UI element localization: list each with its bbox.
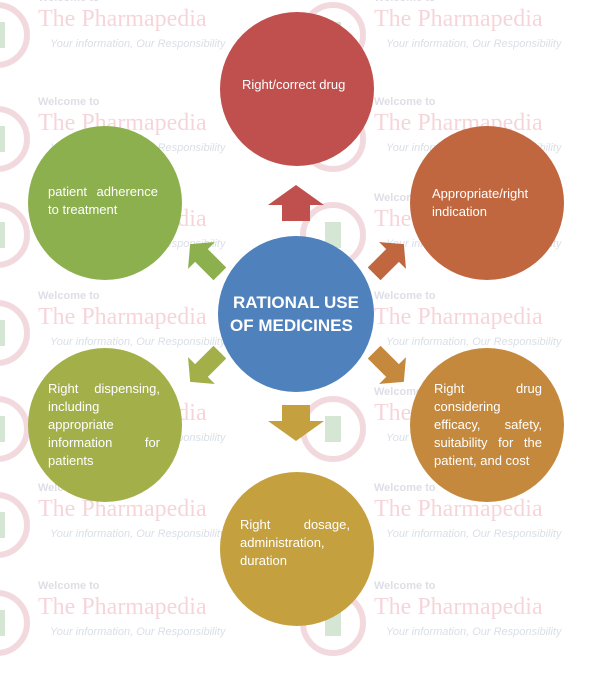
watermark-tagline: Your information, Our Responsibility <box>50 336 226 348</box>
watermark: Welcome to The Pharmapedia Your informat… <box>0 0 230 102</box>
node-appropriate-indication: Appropriate/right indication <box>410 126 564 280</box>
node-label: Right drug considering efficacy, safety,… <box>434 381 542 468</box>
watermark: Welcome to The Pharmapedia Your informat… <box>300 0 566 102</box>
arrow-up-left-icon <box>188 242 226 280</box>
watermark-brand: The Pharmapedia <box>38 496 207 522</box>
watermark-brand: The Pharmapedia <box>374 594 543 620</box>
watermark-welcome: Welcome to <box>374 0 436 4</box>
node-label: Appropriate/right indication <box>432 186 529 219</box>
rational-use-diagram: RATIONAL USE OF MEDICINES Right/correct … <box>28 12 564 626</box>
node-right-dispensing: Right dispensing, including appropriate … <box>28 348 182 502</box>
watermark: Welcome to The Pharmapedia Your informat… <box>0 482 230 592</box>
pharmapedia-logo-icon <box>0 202 30 268</box>
node-right-dosage: Right dosage, administration, duration <box>220 472 374 626</box>
watermark: Welcome to The Pharmapedia Your informat… <box>0 290 230 400</box>
arrow-down-right-icon <box>368 346 406 384</box>
watermark-brand: The Pharmapedia <box>38 6 207 32</box>
watermark-tagline: Your information, Our Responsibility <box>50 38 226 50</box>
watermark: Welcome to The Pharmapedia Your informat… <box>0 580 230 690</box>
watermark-brand: The Pharmapedia <box>38 304 207 330</box>
watermark-tagline: Your information, Our Responsibility <box>386 38 562 50</box>
watermark-welcome: Welcome to <box>38 290 100 302</box>
center-node: RATIONAL USE OF MEDICINES <box>218 236 374 392</box>
pharmapedia-logo-icon <box>0 590 30 656</box>
watermark-brand: The Pharmapedia <box>374 496 543 522</box>
node-right-correct-drug: Right/correct drug <box>220 12 374 166</box>
arrow-down-icon <box>268 405 324 441</box>
watermark-welcome: Welcome to <box>374 580 436 592</box>
node-label: Right/correct drug <box>242 77 346 92</box>
pharmapedia-logo-icon <box>0 396 30 462</box>
watermark-welcome: Welcome to <box>38 0 100 4</box>
watermark-tagline: Your information, Our Responsibility <box>50 626 226 638</box>
node-patient-adherence: patient adherence to treatment <box>28 126 182 280</box>
pharmapedia-logo-icon <box>0 300 30 366</box>
node-label: Right dispensing, including appropriate … <box>48 381 160 468</box>
watermark-tagline: Your information, Our Responsibility <box>50 528 226 540</box>
arrow-down-left-icon <box>188 346 226 384</box>
watermark-brand: The Pharmapedia <box>374 6 543 32</box>
node-right-drug-considering: Right drug considering efficacy, safety,… <box>410 348 564 502</box>
node-label: Right dosage, administration, duration <box>240 517 350 568</box>
watermark-welcome: Welcome to <box>374 482 436 494</box>
watermark-welcome: Welcome to <box>38 580 100 592</box>
pharmapedia-logo-icon <box>0 2 30 68</box>
watermark-brand: The Pharmapedia <box>38 594 207 620</box>
watermark-welcome: Welcome to <box>374 290 436 302</box>
watermark-tagline: Your information, Our Responsibility <box>386 528 562 540</box>
center-node-label: RATIONAL USE OF MEDICINES <box>230 293 359 335</box>
arrow-up-right-icon <box>368 242 406 280</box>
watermark-tagline: Your information, Our Responsibility <box>386 626 562 638</box>
watermark-brand: The Pharmapedia <box>374 304 543 330</box>
pharmapedia-logo-icon <box>0 492 30 558</box>
arrow-up-icon <box>268 185 324 221</box>
node-label: patient adherence to treatment <box>48 184 158 217</box>
watermark-welcome: Welcome to <box>374 96 436 108</box>
watermark-tagline: Your information, Our Responsibility <box>386 336 562 348</box>
watermark-welcome: Welcome to <box>38 96 100 108</box>
pharmapedia-logo-icon <box>0 106 30 172</box>
